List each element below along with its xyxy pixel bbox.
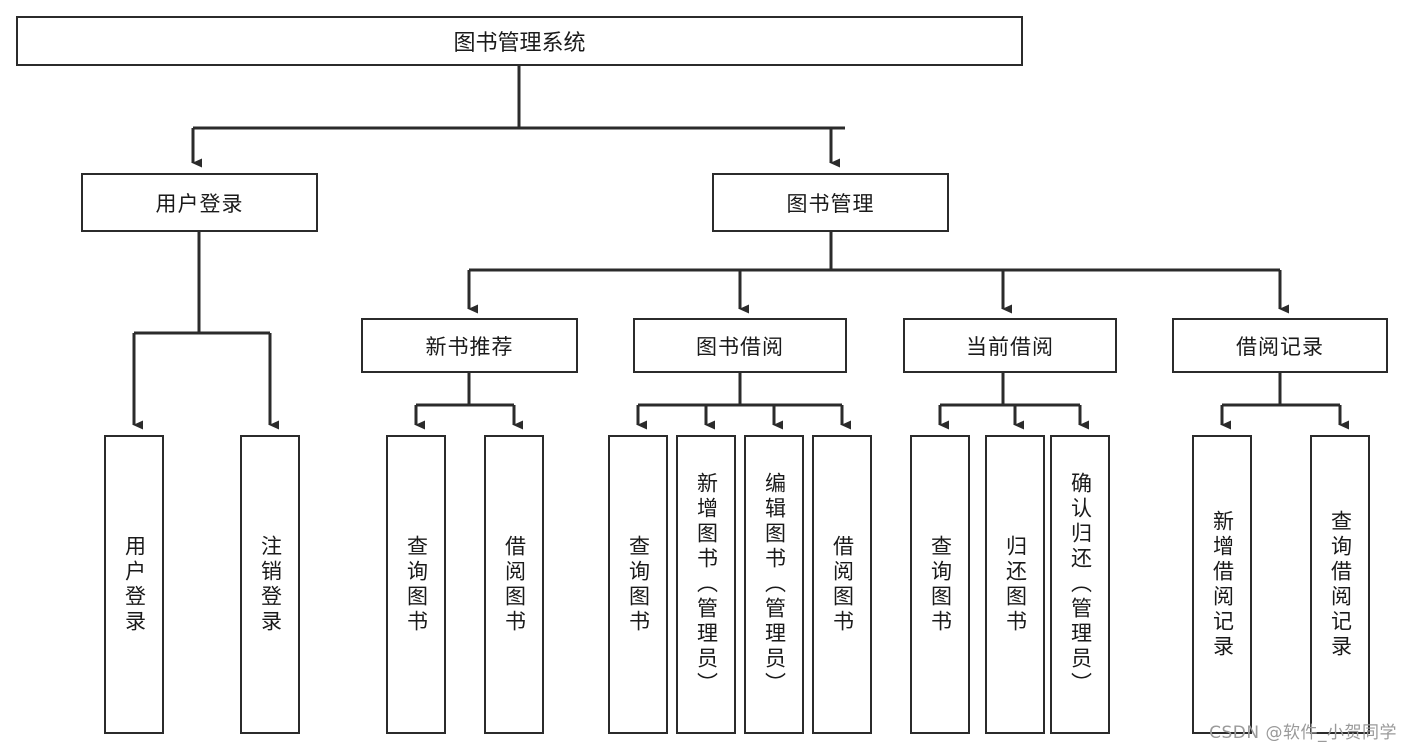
node-label: 新增借阅记录 (1210, 509, 1235, 660)
node-label: 确认归还（管理员） (1068, 472, 1093, 697)
node-label: 查询图书 (928, 534, 953, 635)
node-label: 编辑图书（管理员） (762, 472, 787, 697)
leaf-confirm-return-admin[interactable]: 确认归还（管理员） (1050, 435, 1110, 734)
node-current-borrow[interactable]: 当前借阅 (903, 318, 1117, 373)
leaf-logout[interactable]: 注销登录 (240, 435, 300, 734)
node-label: 用户登录 (155, 191, 244, 216)
node-root-system[interactable]: 图书管理系统 (16, 16, 1023, 66)
node-label: 图书管理系统 (453, 31, 586, 56)
leaf-query-book-current[interactable]: 查询图书 (910, 435, 970, 734)
node-label: 查询图书 (404, 534, 429, 635)
leaf-borrow-book[interactable]: 借阅图书 (812, 435, 872, 734)
node-label: 查询借阅记录 (1328, 509, 1353, 660)
node-label: 图书借阅 (696, 334, 784, 359)
node-label: 图书管理 (786, 191, 875, 216)
leaf-query-borrow-record[interactable]: 查询借阅记录 (1310, 435, 1370, 734)
node-label: 注销登录 (258, 534, 283, 635)
leaf-add-book-admin[interactable]: 新增图书（管理员） (676, 435, 736, 734)
node-borrow-record[interactable]: 借阅记录 (1172, 318, 1388, 373)
node-book-borrow[interactable]: 图书借阅 (633, 318, 847, 373)
node-label: 新书推荐 (425, 334, 514, 359)
node-new-book-recommend[interactable]: 新书推荐 (361, 318, 578, 373)
node-label: 借阅图书 (830, 534, 855, 635)
node-label: 查询图书 (626, 534, 651, 635)
node-label: 借阅记录 (1236, 334, 1324, 359)
leaf-add-borrow-record[interactable]: 新增借阅记录 (1192, 435, 1252, 734)
leaf-borrow-book-new[interactable]: 借阅图书 (484, 435, 544, 734)
leaf-return-book[interactable]: 归还图书 (985, 435, 1045, 734)
node-label: 用户登录 (122, 534, 147, 635)
node-book-management[interactable]: 图书管理 (712, 173, 949, 232)
leaf-edit-book-admin[interactable]: 编辑图书（管理员） (744, 435, 804, 734)
node-label: 当前借阅 (966, 334, 1054, 359)
leaf-query-book-borrow[interactable]: 查询图书 (608, 435, 668, 734)
leaf-user-login[interactable]: 用户登录 (104, 435, 164, 734)
node-label: 借阅图书 (502, 534, 527, 635)
node-user-login[interactable]: 用户登录 (81, 173, 318, 232)
node-label: 新增图书（管理员） (694, 472, 719, 697)
leaf-query-book-new[interactable]: 查询图书 (386, 435, 446, 734)
node-label: 归还图书 (1003, 534, 1028, 635)
